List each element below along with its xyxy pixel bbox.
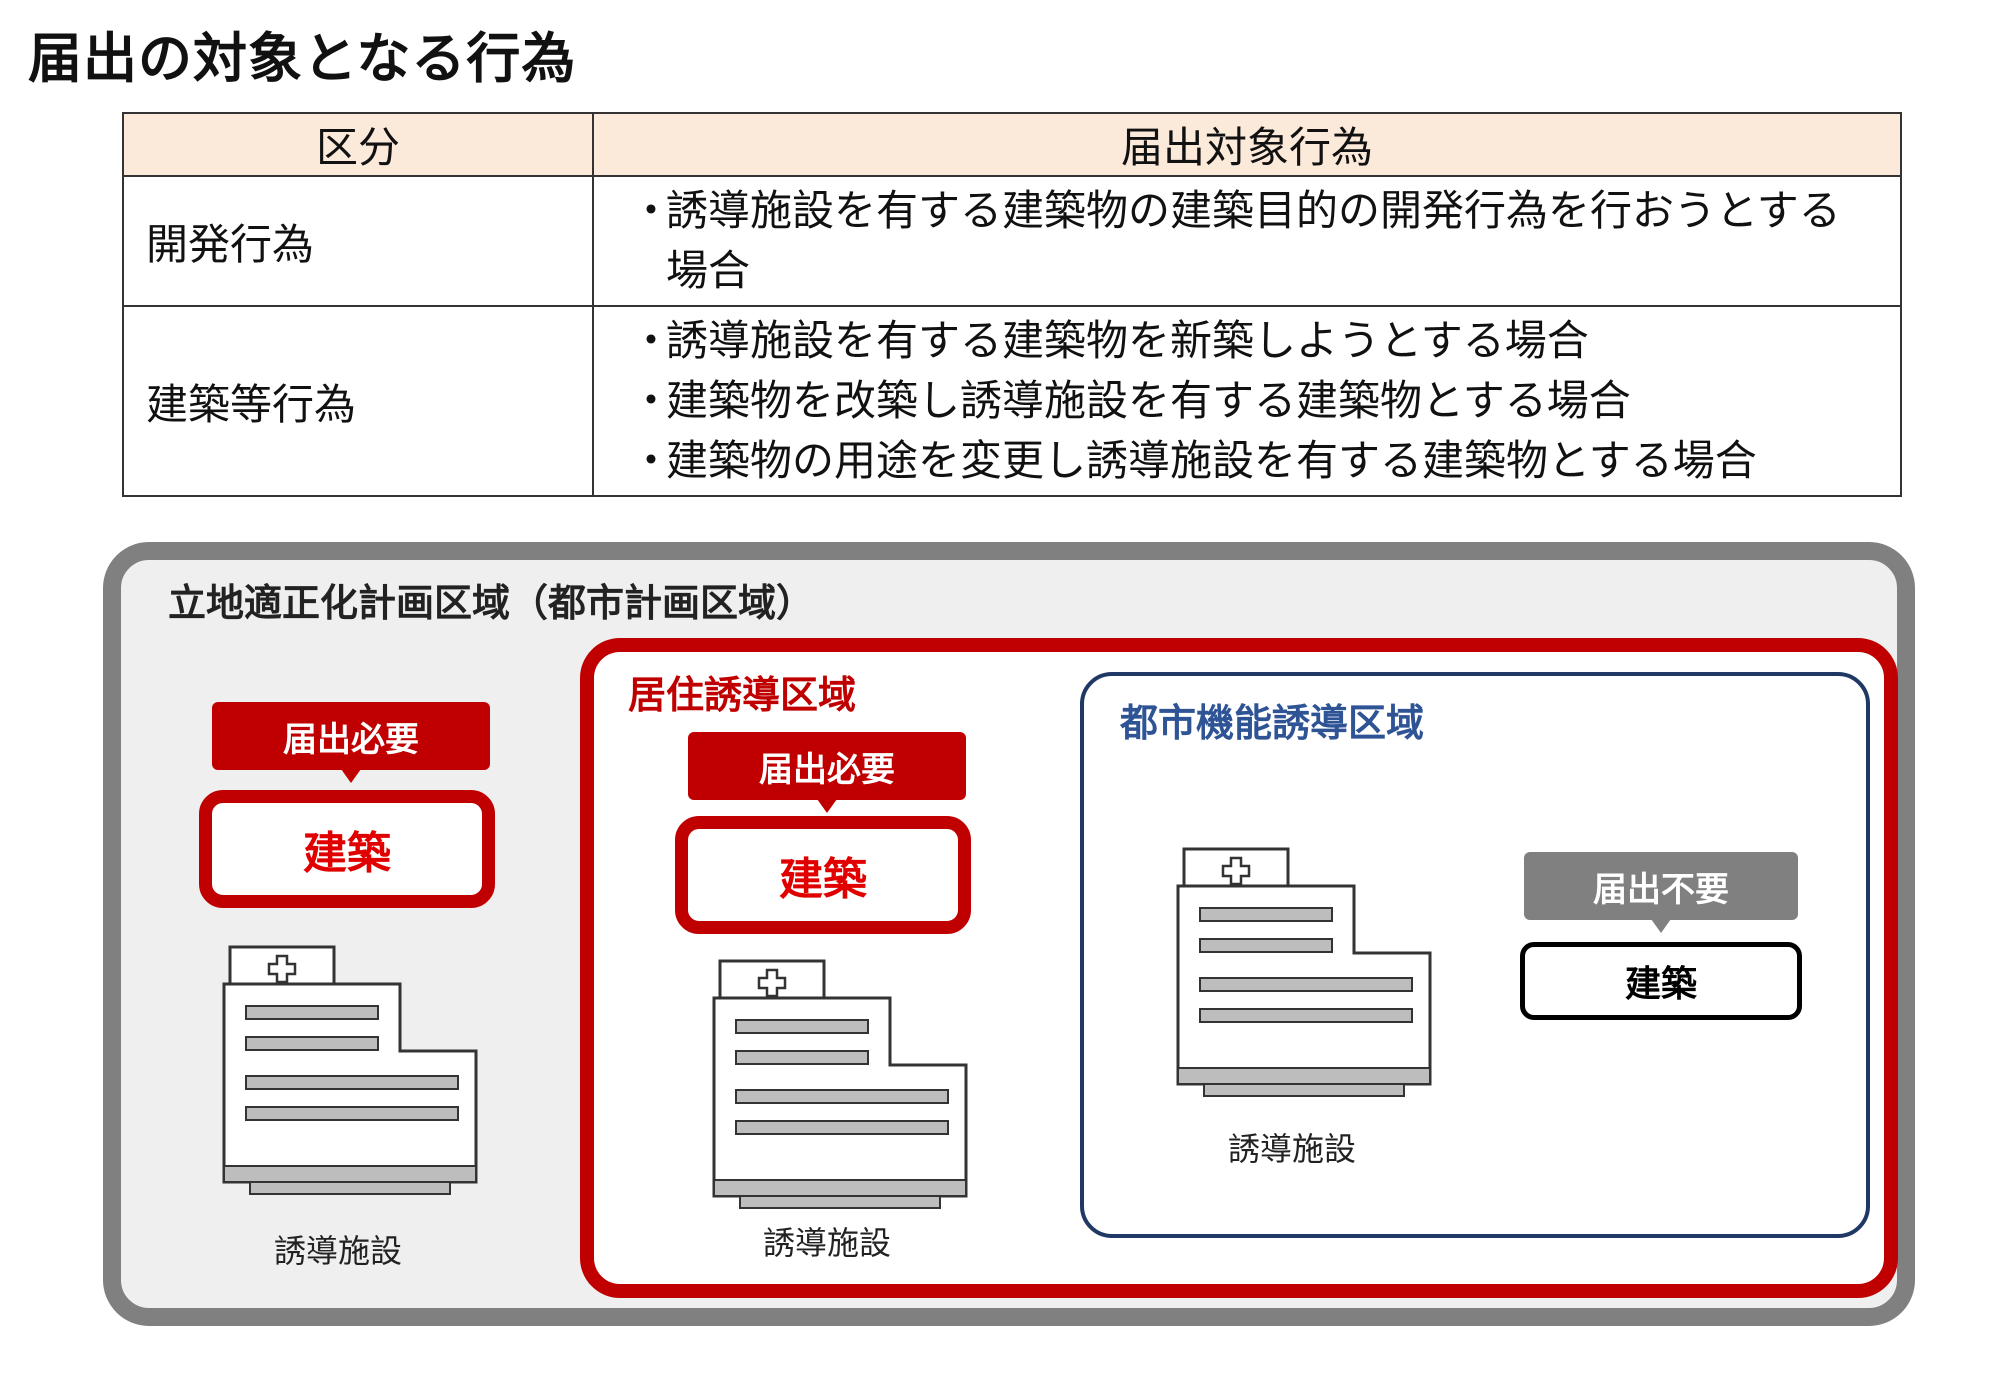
construction-box: 建築 — [675, 816, 971, 934]
facility-label: 誘導施設 — [763, 1224, 892, 1262]
act-item: ・ 建築物を改築し誘導施設を有する建築物とする場合 — [630, 371, 1880, 431]
facility-label: 誘導施設 — [1228, 1130, 1357, 1168]
act-text: 建築物の用途を変更し誘導施設を有する建築物とする場合 — [666, 436, 1757, 485]
residential-zone-label: 居住誘導区域 — [628, 673, 857, 717]
bullet: ・ — [630, 186, 673, 235]
notification-not-required-callout: 届出不要 — [1524, 852, 1798, 933]
header-category: 区分 — [122, 112, 594, 177]
construction-box: 建築 — [199, 790, 495, 908]
notification-rules-table: 区分 届出対象行為 開発行為 ・ 誘導施設を有する建築物の建築目的の開発行為を行… — [122, 112, 1902, 497]
facility-label: 誘導施設 — [274, 1232, 403, 1270]
bullet: ・ — [630, 316, 673, 365]
outer-zone-label: 立地適正化計画区域（都市計画区域） — [168, 581, 815, 625]
urban-zone-label: 都市機能誘導区域 — [1120, 701, 1425, 745]
act-item: ・ 誘導施設を有する建築物の建築目的の開発行為を行おうとする場合 — [630, 181, 1880, 301]
table-row: 建築等行為 ・ 誘導施設を有する建築物を新築しようとする場合 ・ 建築物を改築し… — [122, 305, 1902, 497]
page-title: 届出の対象となる行為 — [28, 27, 577, 90]
acts-cell: ・ 誘導施設を有する建築物を新築しようとする場合 ・ 建築物を改築し誘導施設を有… — [592, 305, 1902, 497]
act-item: ・ 建築物の用途を変更し誘導施設を有する建築物とする場合 — [630, 431, 1880, 491]
bullet: ・ — [630, 436, 673, 485]
table-header-row: 区分 届出対象行為 — [122, 112, 1902, 177]
hospital-building-icon — [712, 959, 968, 1209]
header-acts: 届出対象行為 — [592, 112, 1902, 177]
table-row: 開発行為 ・ 誘導施設を有する建築物の建築目的の開発行為を行おうとする場合 — [122, 175, 1902, 307]
category-cell: 開発行為 — [122, 175, 594, 307]
construction-box: 建築 — [1520, 942, 1802, 1020]
bullet: ・ — [630, 376, 673, 425]
acts-cell: ・ 誘導施設を有する建築物の建築目的の開発行為を行おうとする場合 — [592, 175, 1902, 307]
hospital-building-icon — [222, 945, 478, 1195]
hospital-building-icon — [1176, 847, 1432, 1097]
act-item: ・ 誘導施設を有する建築物を新築しようとする場合 — [630, 311, 1880, 371]
notification-required-callout: 届出必要 — [688, 732, 966, 813]
notification-required-callout: 届出必要 — [212, 702, 490, 783]
category-cell: 建築等行為 — [122, 305, 594, 497]
act-text: 建築物を改築し誘導施設を有する建築物とする場合 — [666, 376, 1631, 425]
act-text: 誘導施設を有する建築物の建築目的の開発行為を行おうとする場合 — [666, 186, 1841, 295]
act-text: 誘導施設を有する建築物を新築しようとする場合 — [666, 316, 1589, 365]
